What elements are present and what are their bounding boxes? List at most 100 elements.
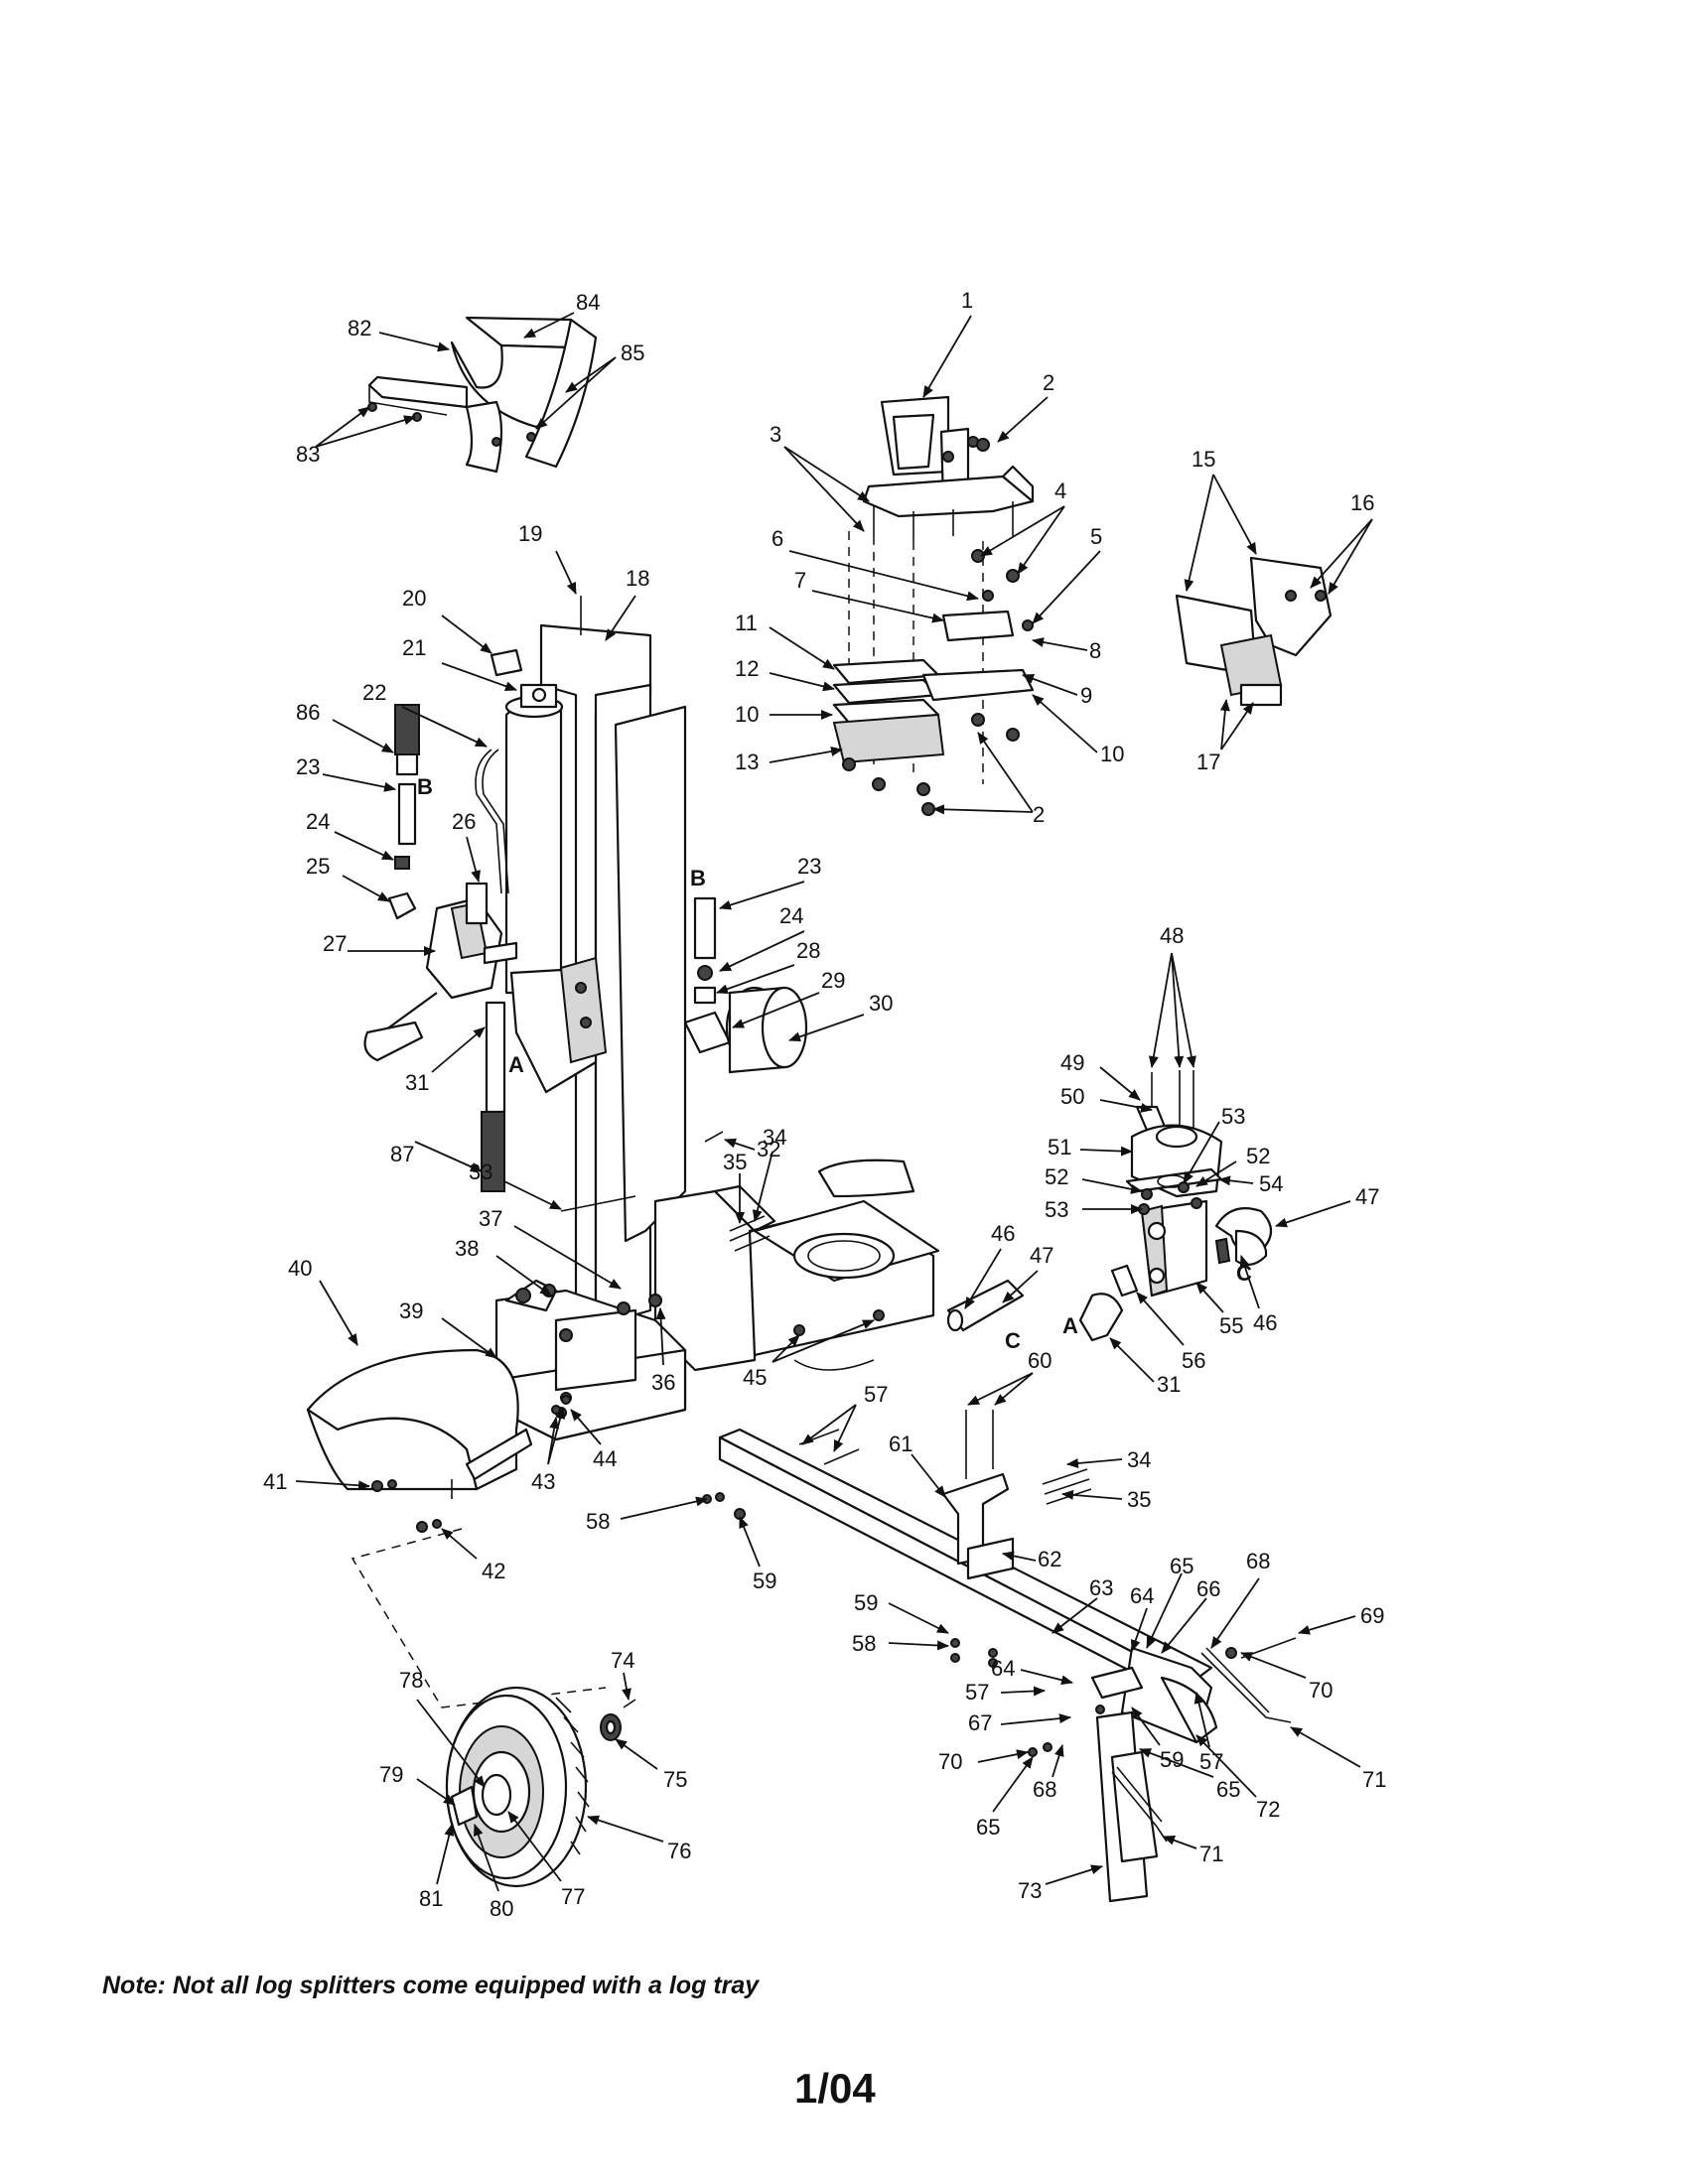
letter-b-left: B	[417, 774, 433, 799]
callout-1: 1	[961, 288, 973, 313]
letter-a-right: A	[1062, 1313, 1078, 1338]
callout-5: 5	[1090, 524, 1102, 549]
callout-79: 79	[379, 1762, 403, 1787]
callout-57: 57	[864, 1382, 888, 1407]
callout-56: 56	[1182, 1348, 1205, 1373]
callout-72: 72	[1256, 1797, 1280, 1822]
callout-82: 82	[348, 316, 371, 341]
callout-76: 76	[667, 1839, 691, 1863]
callout-75: 75	[663, 1767, 687, 1792]
callout-47b: 47	[1355, 1184, 1379, 1209]
callout-12: 12	[735, 656, 759, 681]
callout-68: 68	[1246, 1549, 1270, 1573]
callout-35b: 35	[1127, 1487, 1151, 1512]
callout-37: 37	[479, 1206, 502, 1231]
callout-35: 35	[723, 1150, 747, 1174]
callout-71: 71	[1362, 1767, 1386, 1792]
callout-54: 54	[1259, 1171, 1283, 1196]
callout-7: 7	[794, 568, 806, 593]
callout-28: 28	[796, 938, 820, 963]
callout-10: 10	[735, 702, 759, 727]
callout-3: 3	[770, 422, 781, 447]
callout-23b: 23	[797, 854, 821, 879]
callout-27: 27	[323, 931, 347, 956]
callout-84: 84	[576, 290, 600, 315]
callout-21: 21	[402, 635, 426, 660]
callout-53: 53	[1221, 1104, 1245, 1129]
callout-23: 23	[296, 754, 320, 779]
log-tray-note: Note: Not all log splitters come equippe…	[102, 1972, 760, 1999]
callout-47: 47	[1030, 1243, 1053, 1268]
callout-64: 64	[1130, 1583, 1154, 1608]
callout-69: 69	[1360, 1603, 1384, 1628]
callout-87: 87	[390, 1142, 414, 1166]
callout-2b: 2	[1033, 802, 1045, 827]
callout-86: 86	[296, 700, 320, 725]
callout-numbers: 1 2 2 3 4 5 6 7 8 9 10 10 11 12 13 15 16…	[263, 288, 1386, 1921]
callout-67: 67	[968, 1710, 992, 1735]
callout-42: 42	[482, 1559, 505, 1583]
callout-40: 40	[288, 1256, 312, 1281]
callout-66: 66	[1196, 1576, 1220, 1601]
callout-73: 73	[1018, 1878, 1042, 1903]
callout-9: 9	[1080, 683, 1092, 708]
callout-71b: 71	[1199, 1842, 1223, 1866]
callout-83: 83	[296, 442, 320, 467]
callout-leaders	[295, 312, 1373, 1892]
callout-57b: 57	[965, 1680, 989, 1705]
callout-59c: 59	[1160, 1747, 1184, 1772]
letter-a-left: A	[508, 1052, 524, 1077]
callout-77: 77	[561, 1884, 585, 1909]
callout-62: 62	[1038, 1547, 1061, 1571]
callout-51: 51	[1048, 1135, 1071, 1160]
callout-2: 2	[1043, 370, 1054, 395]
callout-81: 81	[419, 1886, 443, 1911]
callout-85: 85	[621, 341, 644, 365]
callout-59b: 59	[854, 1590, 878, 1615]
callout-19: 19	[518, 521, 542, 546]
callout-74: 74	[611, 1648, 634, 1673]
callout-10b: 10	[1100, 742, 1124, 766]
callout-4: 4	[1054, 478, 1066, 503]
callout-49: 49	[1060, 1050, 1084, 1075]
callout-15: 15	[1192, 447, 1215, 472]
callout-78: 78	[399, 1668, 423, 1693]
callout-46b: 46	[1253, 1310, 1277, 1335]
callout-38: 38	[455, 1236, 479, 1261]
callout-57c: 57	[1199, 1749, 1223, 1774]
callout-68b: 68	[1033, 1777, 1056, 1802]
callout-50: 50	[1060, 1084, 1084, 1109]
callout-52: 52	[1246, 1144, 1270, 1168]
callout-70: 70	[1309, 1678, 1333, 1703]
callout-18: 18	[626, 566, 649, 591]
callout-24: 24	[306, 809, 330, 834]
callout-33: 33	[469, 1160, 492, 1184]
callout-59: 59	[753, 1569, 776, 1593]
callout-63: 63	[1089, 1575, 1113, 1600]
callout-34b: 34	[1127, 1447, 1151, 1472]
callout-22: 22	[362, 680, 386, 705]
wedge-assembly	[832, 395, 1035, 816]
callout-6: 6	[772, 526, 783, 551]
callout-32: 32	[757, 1137, 780, 1161]
bracket-assembly	[1175, 556, 1333, 707]
log-tray-assembly	[367, 316, 598, 474]
callout-43: 43	[531, 1469, 555, 1494]
callout-13: 13	[735, 750, 759, 774]
letter-c-left: C	[1005, 1328, 1021, 1353]
callout-34: 34	[763, 1125, 786, 1150]
valve-and-hoses	[363, 704, 808, 1212]
callout-53b: 53	[1045, 1197, 1068, 1222]
callout-48: 48	[1160, 923, 1184, 948]
callout-24b: 24	[779, 903, 803, 928]
callout-65: 65	[1170, 1554, 1193, 1578]
callout-17: 17	[1196, 750, 1220, 774]
callout-64b: 64	[991, 1656, 1015, 1681]
callout-80: 80	[490, 1896, 513, 1921]
callout-45: 45	[743, 1365, 767, 1390]
callout-25: 25	[306, 854, 330, 879]
callout-29: 29	[821, 968, 845, 993]
connection-letters: B B A A C C	[417, 774, 1252, 1353]
